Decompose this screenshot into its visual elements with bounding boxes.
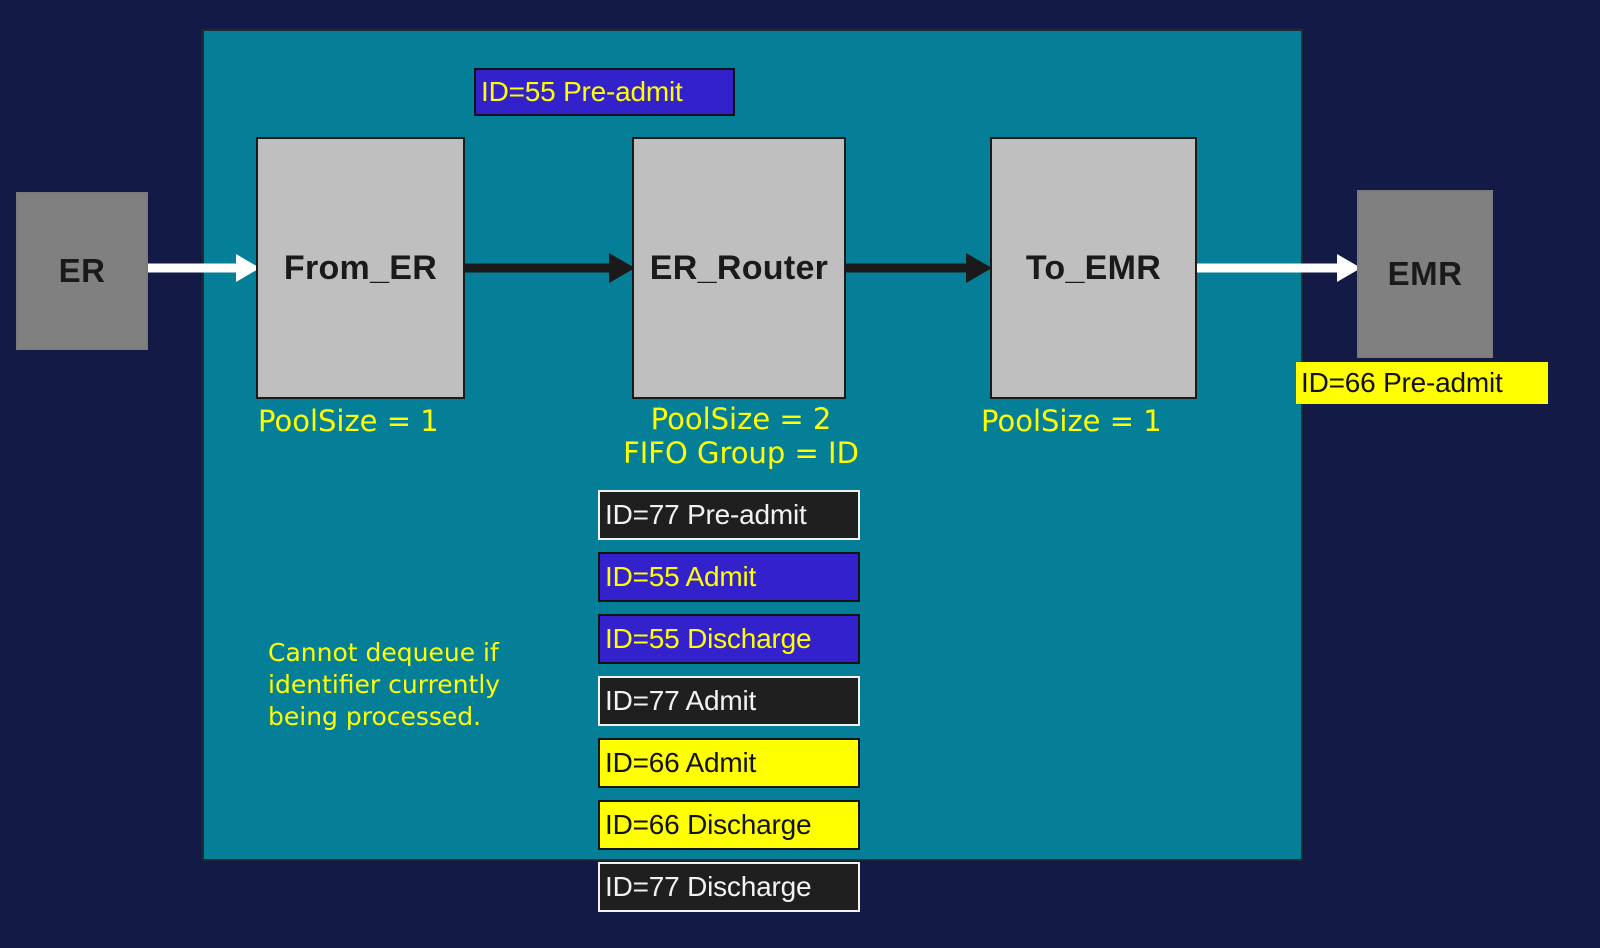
dequeue-note-line-1: Cannot dequeue if bbox=[268, 638, 499, 667]
process-label-er-router: ER_Router bbox=[649, 248, 829, 287]
process-label-from-er: From_ER bbox=[283, 248, 438, 287]
message-chip-delivered-emr[interactable]: ID=66 Pre-admit bbox=[1296, 362, 1548, 404]
flow-arrow-er-to-from-er bbox=[148, 248, 260, 288]
endpoint-box-er[interactable]: ER bbox=[16, 192, 148, 350]
flow-arrow-to-emr-to-emr bbox=[1197, 248, 1361, 288]
queue-item[interactable]: ID=77 Pre-admit bbox=[598, 490, 860, 540]
pool-size-label-to-emr: PoolSize = 1 bbox=[981, 404, 1162, 438]
endpoint-label-emr: EMR bbox=[1387, 255, 1463, 292]
process-box-to-emr[interactable]: To_EMR bbox=[990, 137, 1197, 399]
queue-item[interactable]: ID=66 Discharge bbox=[598, 800, 860, 850]
endpoint-box-emr[interactable]: EMR bbox=[1357, 190, 1493, 358]
queue-item[interactable]: ID=55 Discharge bbox=[598, 614, 860, 664]
process-label-to-emr: To_EMR bbox=[1025, 248, 1162, 287]
queue-item[interactable]: ID=77 Admit bbox=[598, 676, 860, 726]
pool-size-label-from-er: PoolSize = 1 bbox=[258, 404, 439, 438]
queue-item[interactable]: ID=55 Admit bbox=[598, 552, 860, 602]
fifo-group-label-er-router: FIFO Group = ID bbox=[623, 435, 859, 470]
message-chip-in-process-er-router[interactable]: ID=55 Pre-admit bbox=[474, 68, 735, 116]
queue-item[interactable]: ID=66 Admit bbox=[598, 738, 860, 788]
queue-item[interactable]: ID=77 Discharge bbox=[598, 862, 860, 912]
flow-arrow-er-router-to-to-emr bbox=[846, 248, 992, 288]
pool-size-group-er-router: PoolSize = 2 FIFO Group = ID bbox=[596, 402, 886, 471]
flow-arrow-from-er-to-er-router bbox=[465, 248, 635, 288]
dequeue-note-line-3: being processed. bbox=[268, 702, 482, 731]
dequeue-note: Cannot dequeue if identifier currently b… bbox=[268, 637, 518, 733]
process-box-from-er[interactable]: From_ER bbox=[256, 137, 465, 399]
pool-size-label-er-router: PoolSize = 2 bbox=[650, 402, 832, 436]
process-box-er-router[interactable]: ER_Router bbox=[632, 137, 846, 399]
endpoint-label-er: ER bbox=[58, 252, 106, 289]
dequeue-note-line-2: identifier currently bbox=[268, 670, 501, 699]
